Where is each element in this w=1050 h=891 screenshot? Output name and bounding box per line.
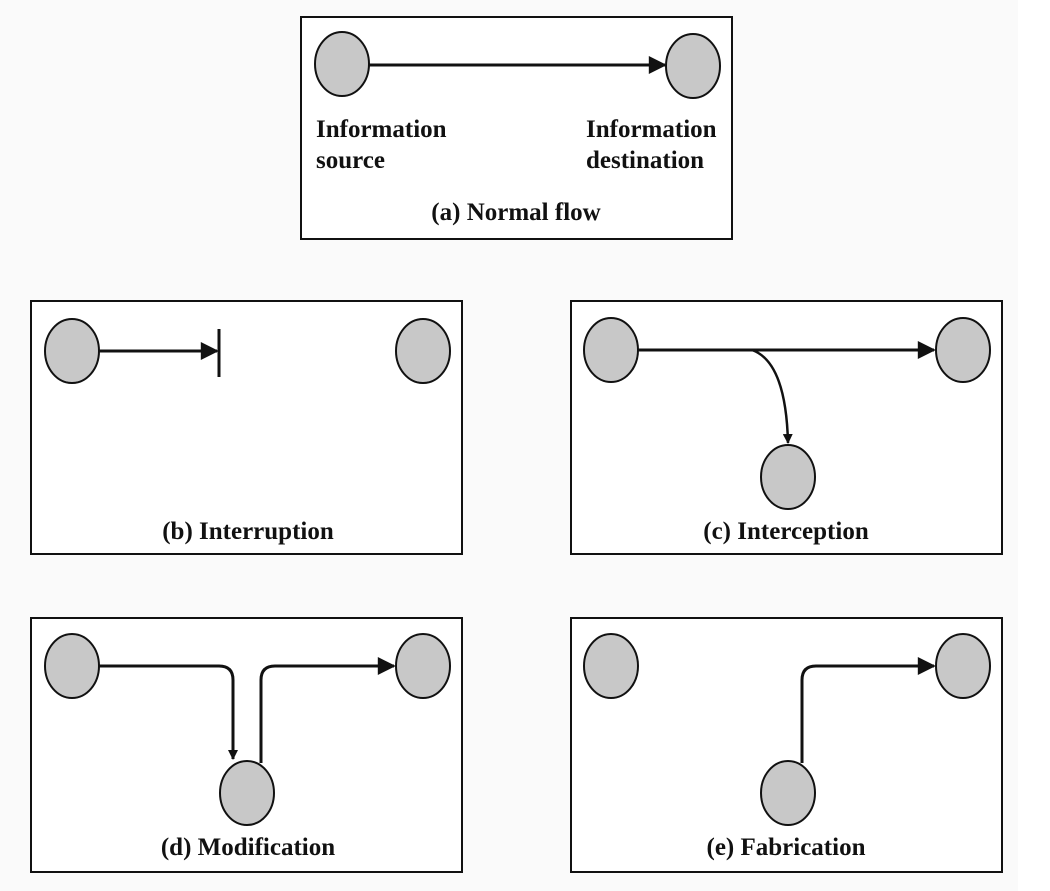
panel-frame bbox=[30, 300, 463, 555]
fabricated-flow-arrow bbox=[800, 657, 936, 763]
panel-caption: (a) Normal flow bbox=[431, 199, 600, 226]
intercept-arrow bbox=[751, 348, 793, 444]
panel-interruption: (b) Interruption bbox=[30, 300, 463, 555]
panel-fabrication: (e) Fabrication bbox=[570, 617, 1003, 873]
modifier-node bbox=[219, 760, 275, 826]
panel-frame bbox=[300, 16, 733, 240]
fabricator-node bbox=[760, 760, 816, 826]
flow-from-modifier-arrow bbox=[259, 657, 396, 763]
source-label-line2: source bbox=[316, 147, 385, 174]
source-node bbox=[583, 633, 639, 699]
source-node bbox=[44, 318, 100, 384]
interceptor-node bbox=[760, 444, 816, 510]
destination-node bbox=[395, 318, 451, 384]
panel-interception: (c) Interception bbox=[570, 300, 1003, 555]
destination-node bbox=[395, 633, 451, 699]
destination-label-line1: Information bbox=[586, 116, 717, 143]
panel-normal-flow: Information source Information destinati… bbox=[300, 16, 733, 240]
source-label-line1: Information bbox=[316, 116, 447, 143]
panel-caption: (c) Interception bbox=[703, 518, 869, 545]
source-node bbox=[314, 31, 370, 97]
source-node bbox=[583, 317, 639, 383]
panel-modification: (d) Modification bbox=[30, 617, 463, 873]
panel-caption: (e) Fabrication bbox=[707, 834, 866, 861]
panel-caption: (d) Modification bbox=[161, 834, 335, 861]
panel-caption: (b) Interruption bbox=[162, 518, 334, 545]
destination-label-line2: destination bbox=[586, 147, 704, 174]
destination-node bbox=[935, 633, 991, 699]
destination-node bbox=[935, 317, 991, 383]
flow-to-modifier-arrow bbox=[99, 664, 238, 760]
destination-node bbox=[665, 33, 721, 99]
source-node bbox=[44, 633, 100, 699]
